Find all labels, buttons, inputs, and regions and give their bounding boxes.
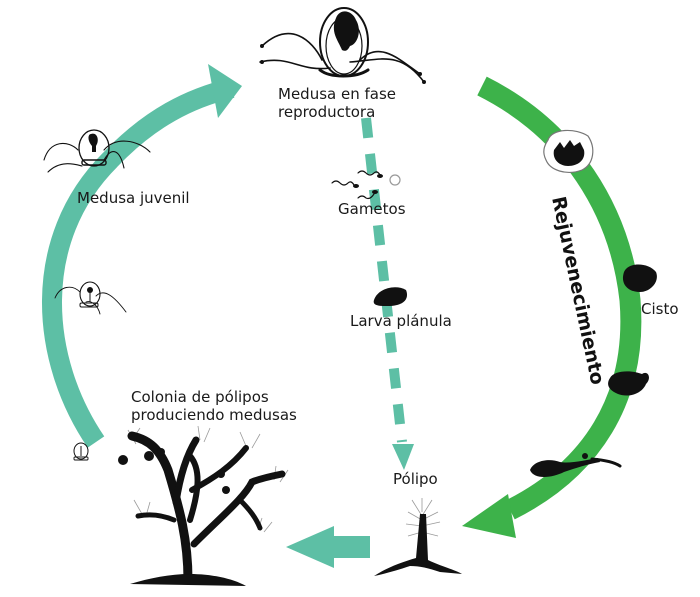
label-rejuvenecimiento: Rejuvenecimiento — [547, 194, 608, 386]
polyp-colony-illustration — [118, 425, 289, 586]
label-medusa-reproductora-line2: reproductora — [278, 103, 375, 121]
label-colonia-line1: Colonia de pólipos — [131, 388, 269, 406]
budding-medusa-illustration — [73, 442, 89, 461]
juvenile-medusa-illustration — [43, 129, 151, 173]
cyst-illustration-1 — [622, 264, 657, 292]
sexual-reproduction-dashed-arrow — [361, 117, 414, 470]
polyp-regenerating-illustration — [530, 453, 622, 477]
degenerating-medusa-illustration — [543, 129, 594, 173]
young-medusa-illustration — [54, 281, 127, 315]
sexual-cycle-arc-arrow — [42, 64, 242, 448]
label-medusa-juvenil: Medusa juvenil — [77, 189, 190, 207]
label-gametos: Gametos — [338, 200, 406, 218]
gametes-illustration — [331, 170, 401, 200]
label-colonia-line2: produciendo medusas — [131, 406, 297, 424]
cyst-illustration-2 — [608, 371, 649, 396]
label-polipo: Pólipo — [393, 470, 438, 488]
polyp-to-colony-arrow — [286, 526, 370, 568]
label-larva-planula: Larva plánula — [350, 312, 452, 330]
polyp-illustration — [374, 498, 462, 576]
label-cisto: Cisto — [641, 300, 679, 318]
label-medusa-reproductora-line1: Medusa en fase — [278, 85, 396, 103]
planula-larva-illustration — [373, 287, 408, 306]
reproductive-medusa-illustration — [259, 7, 426, 84]
